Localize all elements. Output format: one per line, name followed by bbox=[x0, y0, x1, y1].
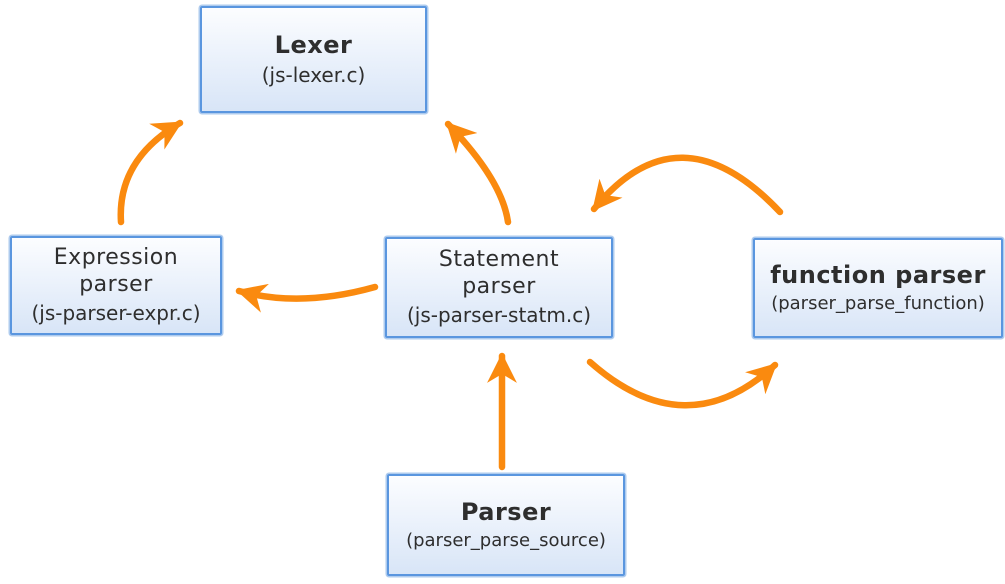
node-parser: Parser (parser_parse_source) bbox=[387, 474, 625, 576]
node-expression-parser: Expression parser (js-parser-expr.c) bbox=[10, 236, 222, 335]
arrow-statement-parser-to-lexer bbox=[444, 120, 512, 226]
arrow-statement-parser-to-expression-parser bbox=[235, 283, 379, 313]
node-function-parser-title: function parser bbox=[770, 260, 986, 289]
node-parser-subtitle: (parser_parse_source) bbox=[406, 529, 606, 551]
node-lexer-title: Lexer bbox=[274, 31, 353, 60]
arrow-function-parser-to-statement-parser bbox=[590, 154, 784, 216]
node-function-parser: function parser (parser_parse_function) bbox=[753, 238, 1003, 338]
arrow-statement-parser-to-function-parser bbox=[586, 358, 779, 409]
node-expression-parser-subtitle: (js-parser-expr.c) bbox=[31, 300, 201, 325]
node-parser-title: Parser bbox=[460, 497, 552, 526]
node-statement-parser-subtitle: (js-parser-statm.c) bbox=[406, 302, 592, 327]
node-statement-parser: Statement parser (js-parser-statm.c) bbox=[385, 237, 613, 338]
node-lexer: Lexer (js-lexer.c) bbox=[200, 6, 427, 113]
node-statement-parser-title: Statement parser bbox=[438, 247, 560, 299]
node-expression-parser-title: Expression parser bbox=[53, 245, 179, 297]
node-lexer-subtitle: (js-lexer.c) bbox=[261, 62, 366, 87]
arrow-expression-parser-to-lexer bbox=[117, 119, 184, 226]
node-function-parser-subtitle: (parser_parse_function) bbox=[771, 292, 985, 314]
